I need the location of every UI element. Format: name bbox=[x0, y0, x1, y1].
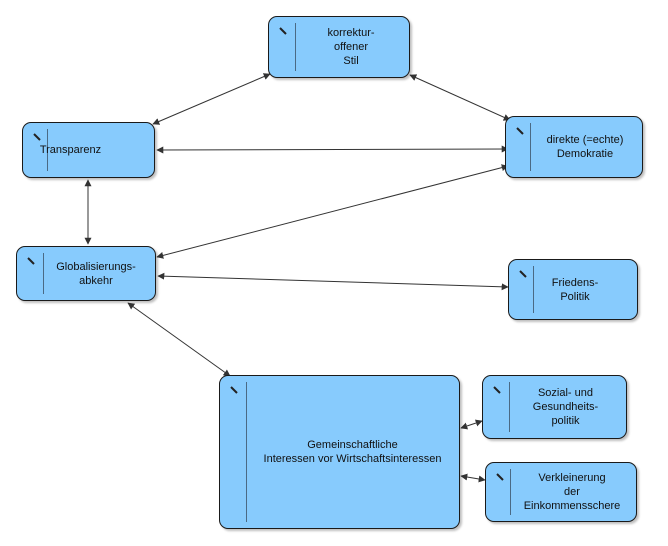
node-label: Globalisierungs- abkehr bbox=[56, 260, 136, 287]
node-friedenspolitik[interactable]: Friedens- Politik bbox=[508, 259, 638, 320]
node-label: korrektur- offener Stil bbox=[327, 27, 375, 67]
pencil-icon bbox=[230, 386, 238, 394]
connector-gemeinschaft-sozial bbox=[460, 419, 483, 430]
connector-globalisierung-frieden bbox=[157, 272, 509, 291]
node-verkleinerung-einkommensschere[interactable]: Verkleinerung der Einkommensschere bbox=[485, 462, 637, 522]
pencil-icon bbox=[33, 133, 41, 141]
node-label: Transparenz bbox=[39, 144, 102, 156]
connector-korrektur-demokratie bbox=[409, 74, 511, 121]
node-divider bbox=[510, 469, 511, 515]
connector-korrektur-transparenz bbox=[152, 73, 271, 125]
node-korrektur-offener-stil[interactable]: korrektur- offener Stil bbox=[268, 16, 410, 78]
node-label: Verkleinerung der Einkommensschere bbox=[523, 472, 621, 512]
node-divider bbox=[47, 129, 48, 171]
node-divider bbox=[295, 23, 296, 71]
node-sozial-gesundheitspolitik[interactable]: Sozial- und Gesundheits- politik bbox=[482, 375, 627, 439]
pencil-icon bbox=[496, 473, 504, 481]
node-divider bbox=[43, 253, 44, 294]
node-label: Sozial- und Gesundheits- politik bbox=[532, 387, 599, 427]
node-divider bbox=[533, 266, 534, 313]
node-divider bbox=[246, 382, 247, 522]
node-direkte-demokratie[interactable]: direkte (=echte) Demokratie bbox=[505, 116, 643, 178]
connector-gemeinschaft-verkleinerung bbox=[460, 473, 486, 483]
pencil-icon bbox=[516, 127, 524, 135]
pencil-icon bbox=[27, 257, 35, 265]
connector-demokratie-globalisierung bbox=[156, 164, 509, 259]
pencil-icon bbox=[493, 386, 501, 394]
node-gemeinschaftliche-interessen[interactable]: Gemeinschaftliche Interessen vor Wirtsch… bbox=[219, 375, 460, 529]
node-globalisierungsabkehr[interactable]: Globalisierungs- abkehr bbox=[16, 246, 156, 301]
connector-globalisierung-gemeinschaft bbox=[127, 302, 231, 377]
node-divider bbox=[530, 123, 531, 171]
node-transparenz[interactable]: Transparenz bbox=[22, 122, 155, 178]
node-divider bbox=[509, 382, 510, 432]
node-label: Friedens- Politik bbox=[551, 276, 599, 303]
pencil-icon bbox=[519, 270, 527, 278]
pencil-icon bbox=[279, 27, 287, 35]
connector-transparenz-demokratie bbox=[156, 145, 509, 154]
node-label: direkte (=echte) Demokratie bbox=[546, 134, 624, 160]
node-label: Gemeinschaftliche Interessen vor Wirtsch… bbox=[263, 439, 442, 465]
